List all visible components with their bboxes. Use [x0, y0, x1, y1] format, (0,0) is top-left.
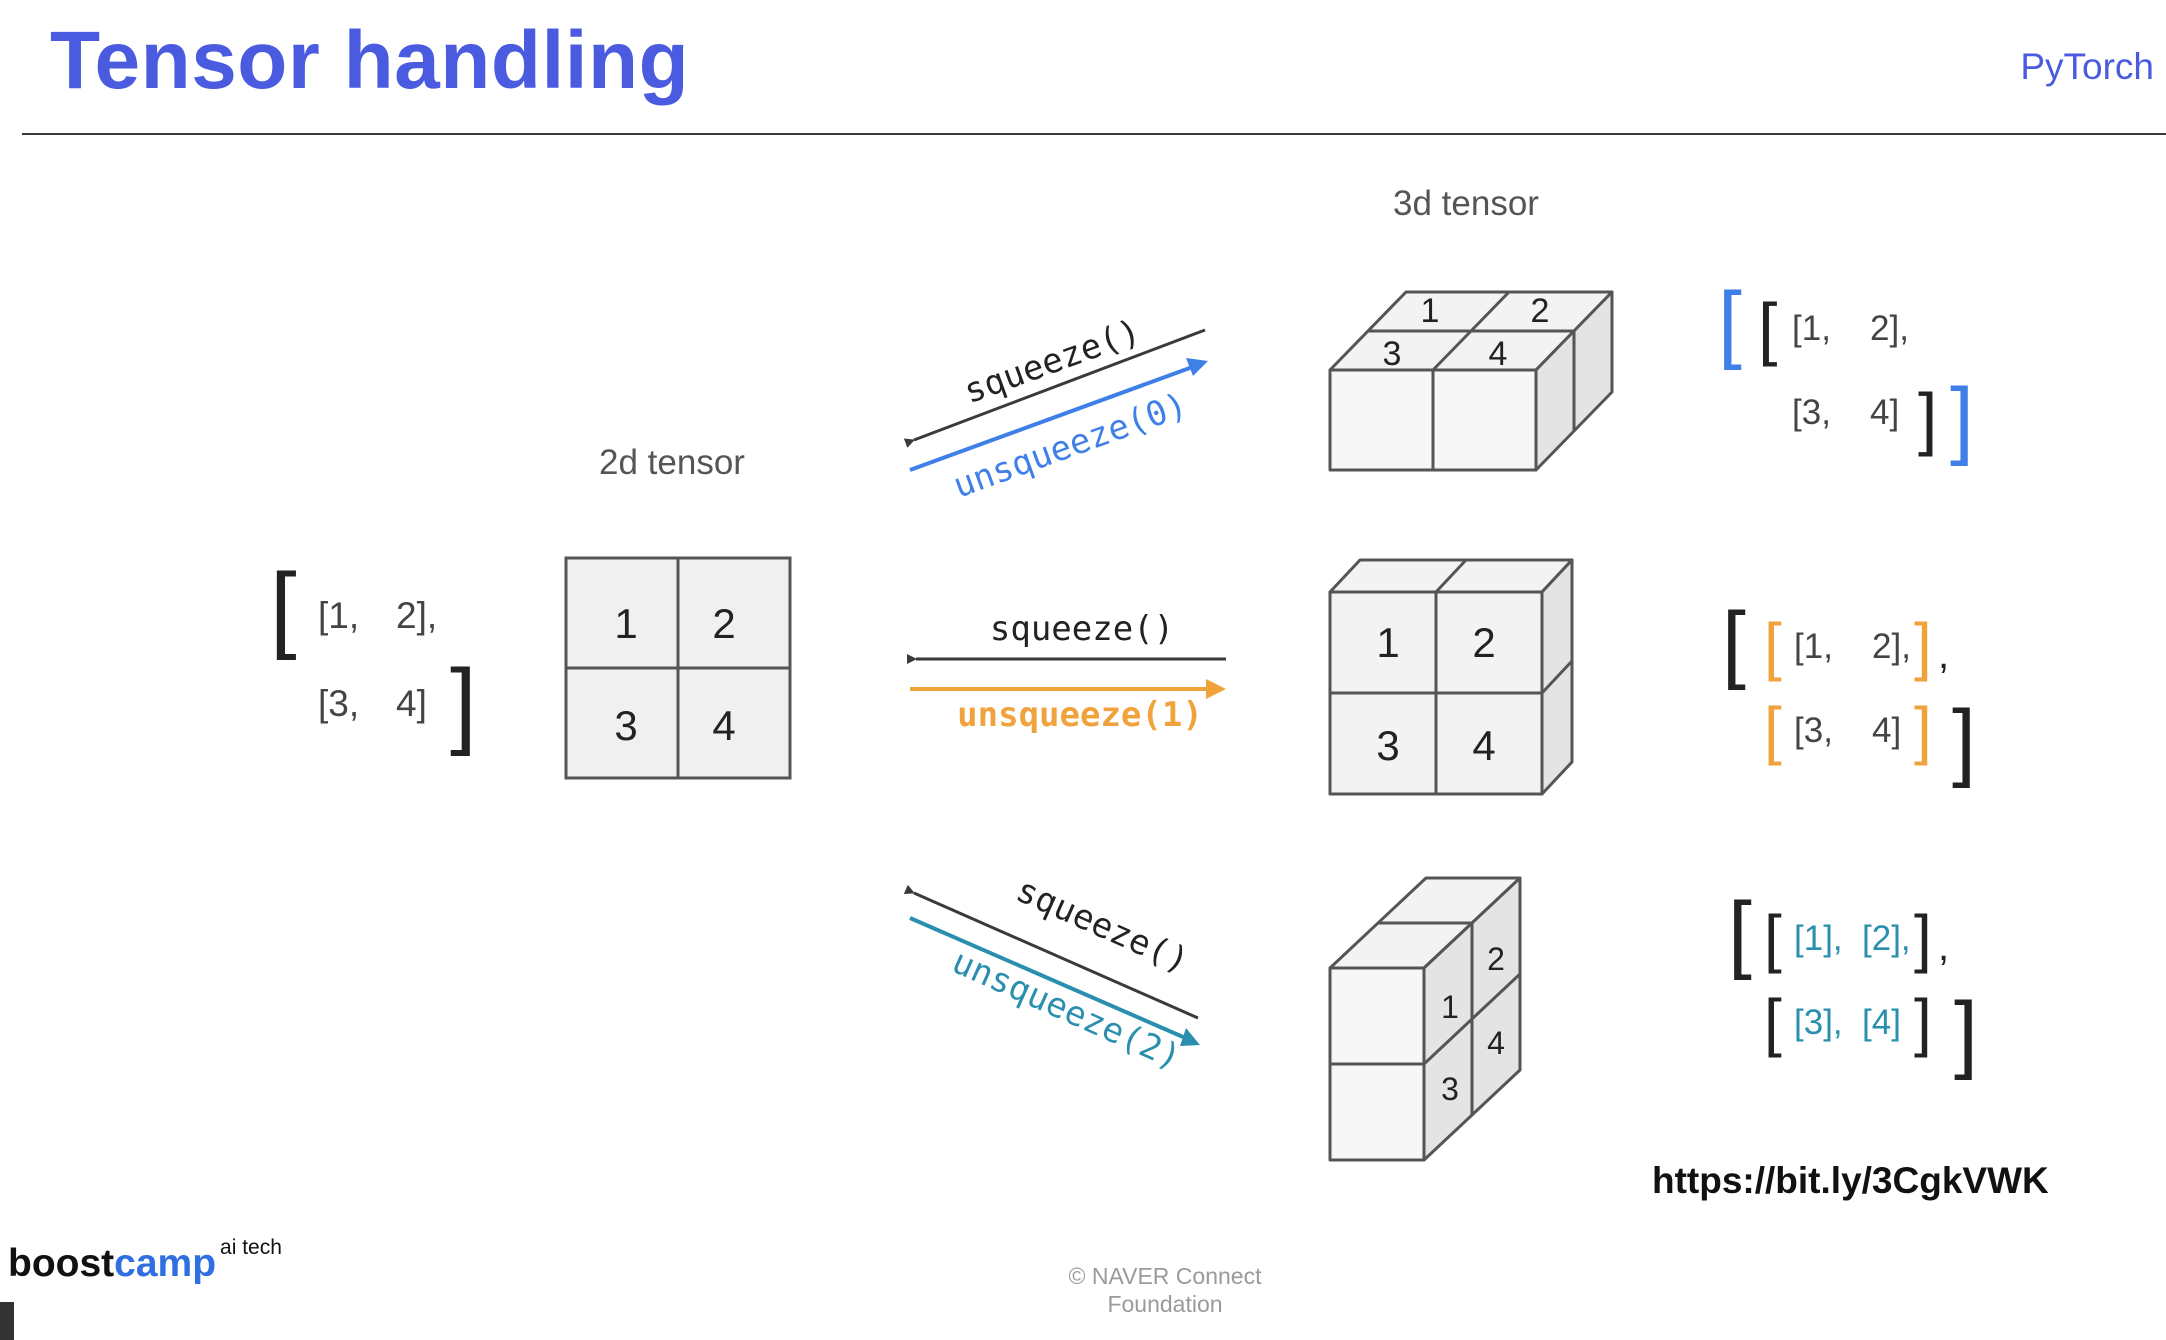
grid-cell-2: 2 — [712, 600, 735, 647]
tensor-3d-shape-1 — [1328, 558, 1574, 796]
outer-bracket-close: ] — [1952, 693, 1976, 789]
grid-cell-4: 4 — [712, 702, 735, 749]
column-cell-1: 1 — [1441, 989, 1459, 1025]
bracket-open: [ — [270, 554, 297, 661]
copyright-footer: © NAVER Connect Foundation — [1000, 1262, 1330, 1318]
inner-bracket-open: [ — [1764, 986, 1782, 1058]
inner-bracket-open: [ — [1764, 902, 1782, 974]
inner-bracket-close: ] — [1914, 610, 1932, 682]
face-cell-1: 1 — [1376, 619, 1399, 666]
row-comma: , — [1938, 633, 1949, 677]
slab-cell-3: 3 — [1383, 335, 1402, 373]
matrix-cell: 2], — [1870, 309, 1909, 348]
result-notation-1: [ [ [1, 2], ] , [ [3, 4] ] ] — [1722, 595, 1976, 789]
inner-bracket-close: ] — [1918, 379, 1937, 457]
outer-bracket-open: [ — [1718, 275, 1742, 371]
label-2d-tensor: 2d tensor — [599, 443, 745, 482]
grid-cell-3: 3 — [614, 702, 637, 749]
matrix-cell: 2], — [1872, 627, 1911, 666]
bracket-close: ] — [450, 650, 477, 757]
matrix-cell: 4] — [1872, 711, 1901, 750]
squeeze-label-1: squeeze() — [990, 609, 1174, 649]
row-comma: , — [1938, 925, 1949, 969]
face-cell-3: 3 — [1376, 722, 1399, 769]
face-cell-4: 4 — [1472, 722, 1495, 769]
matrix-2d-notation: [ [1, 2], [3, 4] ] — [270, 554, 477, 757]
inner-bracket-open: [ — [1758, 289, 1777, 367]
copyright-line-2: Foundation — [1107, 1291, 1223, 1317]
result-notation-2: [ [ [1], [2], ] , [ [3], [4] ] ] — [1728, 885, 1978, 1081]
logo-accent: camp — [114, 1242, 217, 1285]
tensor-3d-shape-2 — [1328, 876, 1522, 1162]
outer-bracket-open: [ — [1728, 885, 1752, 981]
slab-cell-1: 1 — [1421, 292, 1440, 330]
outer-bracket-open: [ — [1722, 595, 1746, 691]
unsqueeze-label-1: unsqueeze(1) — [957, 695, 1203, 735]
matrix-cell: [2], — [1862, 919, 1911, 958]
op-row-1: squeeze() unsqueeze(1) — [907, 609, 1226, 735]
tensor-3d-shape-0 — [1328, 290, 1614, 472]
squeeze-label-2: squeeze() — [1010, 870, 1195, 981]
matrix-cell: 4] — [396, 683, 427, 724]
matrix-cell: [3, — [1792, 393, 1831, 432]
matrix-cell: [1], — [1794, 919, 1843, 958]
logo-main: boost — [8, 1242, 115, 1285]
inner-bracket-close: ] — [1914, 986, 1932, 1058]
inner-bracket-close: ] — [1914, 902, 1932, 974]
column-cell-3: 3 — [1441, 1071, 1459, 1107]
brand-label: PyTorch — [2020, 46, 2154, 87]
matrix-cell: [1, — [1794, 627, 1833, 666]
matrix-cell: [4] — [1862, 1003, 1901, 1042]
result-notation-0: [ [ [1, 2], [3, 4] ] ] — [1718, 275, 1974, 467]
matrix-cell: [3, — [318, 683, 359, 724]
inner-bracket-open: [ — [1764, 610, 1782, 682]
op-row-0: squeeze() unsqueeze(0) — [903, 311, 1208, 506]
face-cell-2: 2 — [1472, 619, 1495, 666]
corner-tab — [0, 1302, 14, 1340]
op-row-2: squeeze() unsqueeze(2) — [903, 870, 1200, 1078]
inner-bracket-open: [ — [1764, 694, 1782, 766]
logo-sup: ai tech — [220, 1236, 282, 1259]
label-3d-tensor: 3d tensor — [1393, 184, 1539, 223]
copyright-line-1: © NAVER Connect — [1068, 1263, 1262, 1289]
slab-cell-2: 2 — [1531, 292, 1550, 330]
matrix-cell: [1, — [318, 595, 359, 636]
inner-bracket-close: ] — [1914, 694, 1932, 766]
matrix-cell: [3, — [1794, 711, 1833, 750]
reference-link[interactable]: https://bit.ly/3CgkVWK — [1652, 1160, 2049, 1201]
grid-cell-1: 1 — [614, 600, 637, 647]
matrix-cell: [1, — [1792, 309, 1831, 348]
page-title: Tensor handling — [50, 15, 690, 106]
tensor-2d-grid: 1 2 3 4 — [564, 556, 792, 780]
column-cell-4: 4 — [1487, 1025, 1505, 1061]
outer-bracket-close: ] — [1954, 985, 1978, 1081]
matrix-cell: 2], — [396, 595, 437, 636]
header-divider — [22, 133, 2166, 135]
slab-cell-4: 4 — [1489, 335, 1508, 373]
matrix-cell: 4] — [1870, 393, 1899, 432]
column-cell-2: 2 — [1487, 941, 1505, 977]
outer-bracket-close: ] — [1950, 371, 1974, 467]
matrix-cell: [3], — [1794, 1003, 1843, 1042]
